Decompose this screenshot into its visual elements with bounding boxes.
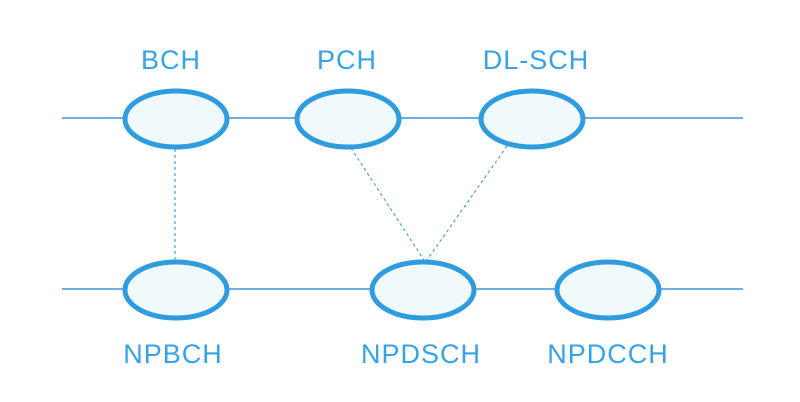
- node-npdsch: [369, 259, 477, 321]
- node-pch: [294, 88, 402, 150]
- node-bch: [122, 88, 230, 150]
- edge-dlsch-to-npdsch: [426, 145, 508, 261]
- label-dl-sch: DL-SCH: [483, 45, 590, 75]
- node-dl-sch: [478, 88, 586, 150]
- label-bch: BCH: [141, 45, 201, 75]
- label-npdsch: NPDSCH: [361, 339, 481, 369]
- label-npbch: NPBCH: [123, 339, 223, 369]
- edge-pch-to-npdsch: [350, 147, 425, 261]
- node-npbch: [122, 259, 230, 321]
- node-npdcch: [554, 259, 662, 321]
- label-pch: PCH: [317, 45, 377, 75]
- label-npdcch: NPDCCH: [547, 339, 669, 369]
